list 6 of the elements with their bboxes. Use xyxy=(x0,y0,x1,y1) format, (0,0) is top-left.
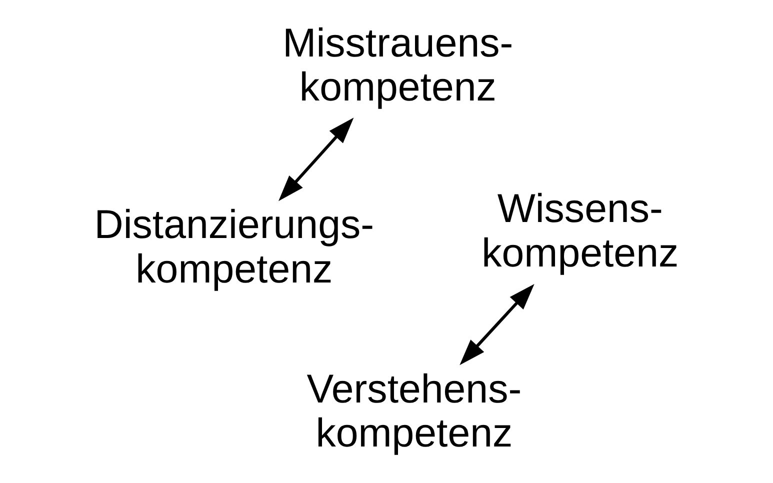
node-text: Distanzierungs- kompetenz xyxy=(94,202,374,292)
arrow xyxy=(278,118,354,202)
node-text: Wissens- kompetenz xyxy=(482,186,679,276)
node-text: Misstrauens- kompetenz xyxy=(282,20,514,110)
node-text: Verstehens- kompetenz xyxy=(306,366,522,456)
arrow xyxy=(460,284,534,366)
